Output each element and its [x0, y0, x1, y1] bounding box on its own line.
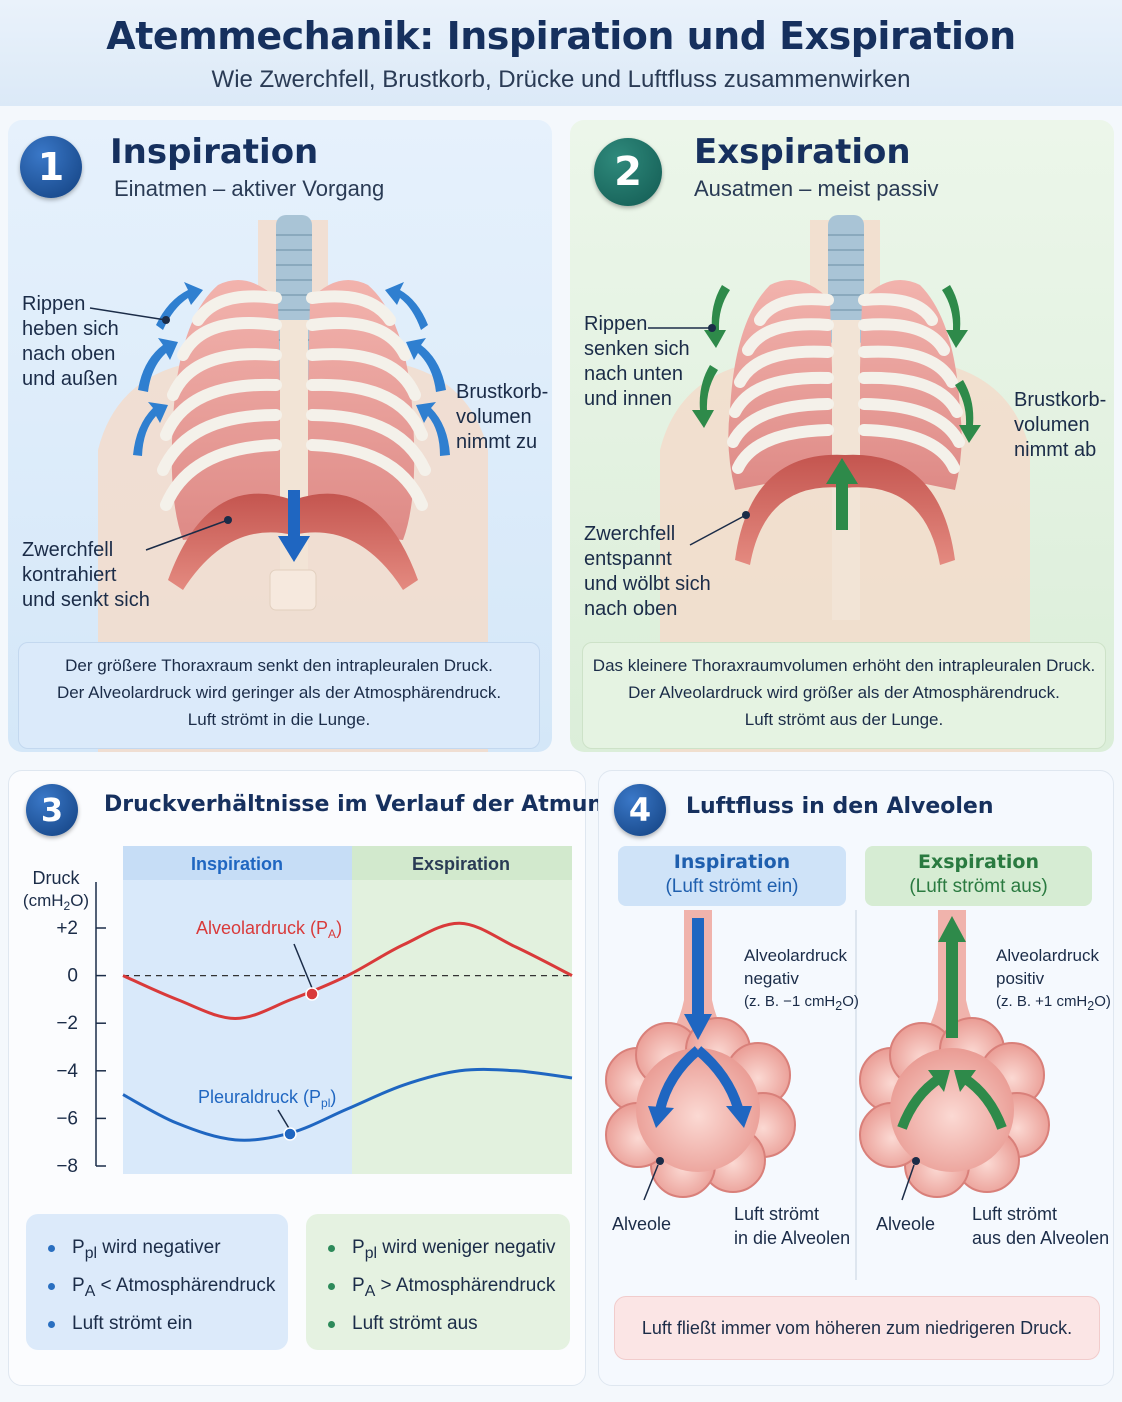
alveoli-illustration — [605, 910, 1050, 1280]
alveolar-pressure-line — [122, 921, 573, 1020]
y-tick-label: +2 — [56, 918, 78, 939]
chip-exspiration: Exspiration(Luft strömt aus) — [865, 846, 1092, 906]
bullets-exspiration: Ppl wird weniger negativ PA > Atmosphäre… — [306, 1214, 570, 1350]
panel-title-inspiration: Inspiration — [110, 132, 319, 172]
summary-note: Luft fließt immer vom höheren zum niedri… — [614, 1296, 1100, 1360]
bullet-item: Luft strömt ein — [48, 1308, 288, 1340]
step-badge-4: 4 — [614, 784, 666, 836]
pressure-chart: Inspiration Exspiration Druck (cmH2O) +2… — [23, 846, 573, 1177]
y-tick-label: −6 — [56, 1108, 78, 1129]
inspiration-thorax-illustration — [89, 215, 488, 752]
alveole-label-exsp: Alveole — [876, 1214, 936, 1234]
page-subtitle: Wie Zwerchfell, Brustkorb, Drücke und Lu… — [211, 66, 911, 93]
page-title: Atemmechanik: Inspiration und Exspiratio… — [106, 14, 1016, 58]
phase-bg-exspiration — [352, 846, 572, 1174]
step-badge-2: 2 — [594, 138, 662, 206]
section-title-flow: Luftfluss in den Alveolen — [686, 794, 994, 819]
pleural-pressure-line — [122, 1067, 573, 1142]
bullet-item: Ppl wird weniger negativ — [328, 1232, 570, 1270]
phase-label-exspiration: Exspiration — [412, 854, 510, 874]
pleural-marker — [283, 1127, 297, 1141]
info-box-inspiration: Der größere Thoraxraum senkt den intrapl… — [18, 642, 540, 749]
panel-subtitle-inspiration: Einatmen – aktiver Vorgang — [114, 176, 385, 201]
step-badge-1: 1 — [20, 136, 82, 198]
y-tick-label: −4 — [56, 1061, 78, 1082]
bullet-item: Ppl wird negativer — [48, 1232, 288, 1270]
bullet-item: PA > Atmosphärendruck — [328, 1270, 570, 1308]
y-axis-label-line1: Druck — [32, 868, 80, 888]
series-label-pleural: Pleuraldruck (Ppl) — [198, 1087, 336, 1110]
panel-exspiration: 2 Exspiration Ausatmen – meist passiv Ri… — [570, 120, 1114, 752]
section-title-pressure: Druckverhältnisse im Verlauf der Atmung — [104, 792, 619, 817]
y-tick-label: 0 — [67, 966, 78, 987]
phase-label-inspiration: Inspiration — [191, 854, 283, 874]
step-badge-3: 3 — [26, 784, 78, 836]
phase-header-exspiration — [352, 846, 572, 880]
alveole-label-insp: Alveole — [612, 1214, 672, 1234]
phase-bg-inspiration — [123, 846, 352, 1174]
alveolar-marker — [305, 987, 319, 1001]
y-tick-label: −8 — [56, 1156, 78, 1177]
panel-subtitle-exspiration: Ausatmen – meist passiv — [694, 176, 939, 201]
series-label-alveolar: Alveolardruck (PA) — [196, 918, 342, 941]
bullet-item: Luft strömt aus — [328, 1308, 570, 1340]
panel-title-exspiration: Exspiration — [694, 132, 911, 172]
chip-inspiration: Inspiration(Luft strömt ein) — [618, 846, 846, 906]
info-box-exspiration: Das kleinere Thoraxraumvolumen erhöht de… — [582, 642, 1106, 749]
exspiration-thorax-illustration — [648, 215, 1030, 752]
phase-header-inspiration — [123, 846, 352, 880]
y-axis-label-line2: (cmH2O) — [23, 891, 89, 913]
y-tick-label: −2 — [56, 1013, 78, 1034]
bullet-item: PA < Atmosphärendruck — [48, 1270, 288, 1308]
header: Atemmechanik: Inspiration und Exspiratio… — [0, 0, 1122, 106]
bullets-inspiration: Ppl wird negativer PA < Atmosphärendruck… — [26, 1214, 288, 1350]
